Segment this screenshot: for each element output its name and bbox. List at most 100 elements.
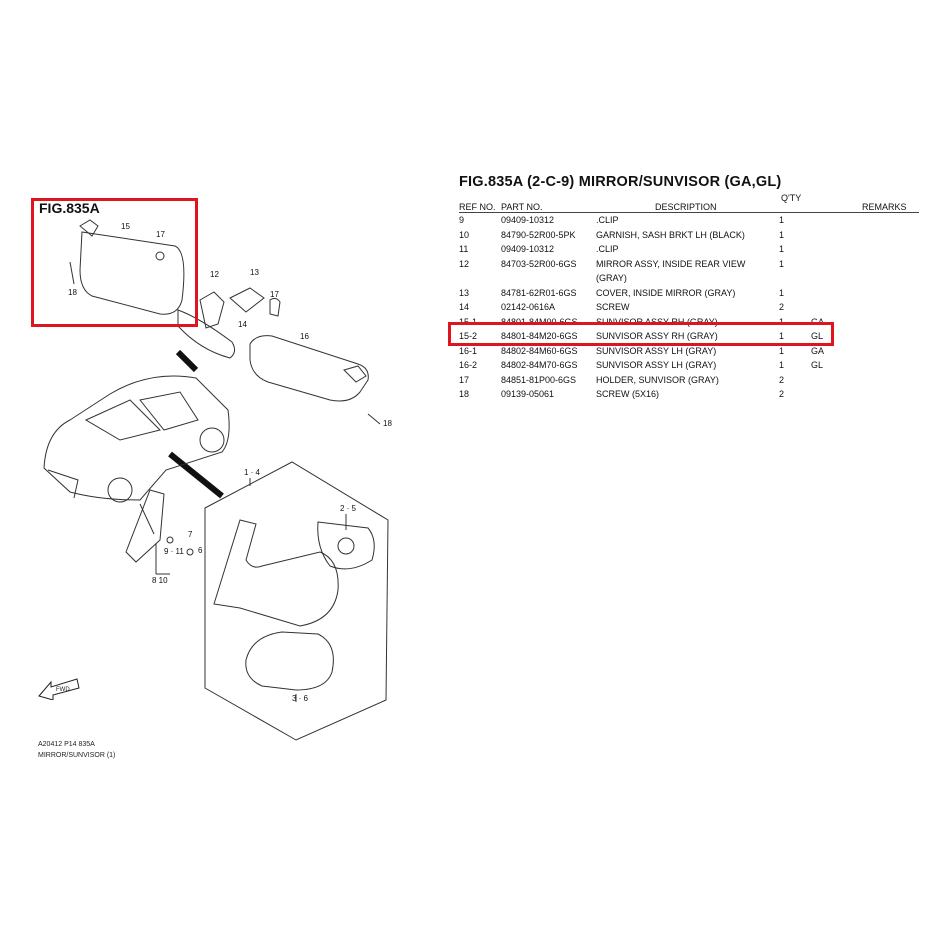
cell-desc: SUNVISOR ASSY LH (GRAY) (596, 360, 717, 370)
callout-18: 18 (68, 288, 77, 297)
cell-qty: 2 (779, 302, 785, 312)
cell-ref: 9 (459, 215, 465, 225)
cell-ref: 18 (459, 389, 470, 399)
cell-part: 84703-52R00-6GS (501, 258, 577, 269)
cell-desc: SUNVISOR ASSY RH (GRAY) (596, 331, 718, 341)
cell-qty: 1 (779, 287, 785, 298)
cell-ref: 12 (459, 258, 470, 269)
cell-ref: 17 (459, 374, 470, 385)
cell-desc: SCREW (5X16) (596, 389, 660, 399)
cell-desc: SUNVISOR ASSY RH (GRAY) (596, 316, 718, 327)
cell-desc: .CLIP (596, 215, 619, 225)
cell-ref: 14 (459, 302, 470, 312)
callout-12: 12 (210, 270, 219, 279)
callout-6: 6 (198, 546, 203, 555)
table-body: 9 09409-10312 .CLIP 1 10 84790-52R00-5PK GARN… (459, 213, 919, 402)
cell-desc: COVER, INSIDE MIRROR (GRAY) (596, 287, 736, 298)
cell-part: 09409-10312 (501, 215, 555, 225)
header-part: PART NO. (501, 202, 543, 212)
cell-ref: 15-2 (459, 331, 478, 341)
cell-remarks: GL (811, 331, 824, 341)
cell-part: 09409-10312 (501, 244, 555, 254)
cell-desc: SUNVISOR ASSY LH (GRAY) (596, 345, 717, 356)
cell-desc: MIRROR ASSY, INSIDE REAR VIEW (596, 258, 746, 269)
figure-highlight-box (31, 198, 198, 327)
cell-part: 84801-84M00-6GS (501, 316, 578, 327)
cell-qty: 2 (779, 389, 785, 399)
cell-qty: 1 (779, 244, 785, 254)
cell-qty: 1 (779, 229, 785, 240)
fwd-label: FWD (56, 687, 70, 693)
figure-label: FIG.835A (39, 200, 100, 216)
sunvisor-lh-shape (249, 335, 369, 402)
cell-ref: 16-2 (459, 360, 478, 370)
figure-title: FIG.835A (2-C-9) MIRROR/SUNVISOR (GA,GL) (459, 174, 782, 190)
table-row: 16-2 84802-84M70-6GS SUNVISOR ASSY LH (GRA… (459, 358, 919, 373)
table-row-highlighted: 15-2 84801-84M20-6GS SUNVISOR ASSY RH (GRA… (459, 329, 919, 344)
cell-qty: 2 (779, 374, 785, 385)
footer-code: A20412 P14 835A (38, 741, 95, 748)
cell-part: 84851-81P00-6GS (501, 374, 577, 385)
cell-qty: 1 (779, 215, 785, 225)
cell-ref: 11 (459, 244, 469, 254)
mirror-cover-shape (245, 631, 334, 691)
header-ref: REF NO. (459, 202, 496, 212)
cell-ref: 10 (459, 229, 470, 240)
cell-desc: .CLIP (596, 244, 619, 254)
cell-remarks: GA (811, 316, 825, 327)
cell-part: 02142-0616A (501, 302, 556, 312)
table-row: 12 84703-52R00-6GS MIRROR ASSY, INSIDE REA… (459, 257, 919, 272)
cell-qty: 1 (779, 360, 785, 370)
header-desc: DESCRIPTION (655, 202, 717, 212)
table-row: (GRAY) (459, 271, 919, 286)
callout-1-4: 1 · 4 (244, 468, 261, 477)
sunvisor-rh-shape (79, 231, 185, 315)
cell-remarks: GA (811, 345, 825, 356)
table-row: 10 84790-52R00-5PK GARNISH, SASH BRKT LH (… (459, 228, 919, 243)
callout-8-10: 8 10 (152, 576, 168, 585)
cell-part: 84781-62R01-6GS (501, 287, 577, 298)
cell-qty: 1 (779, 345, 785, 356)
cell-part: 84801-84M20-6GS (501, 331, 578, 341)
row-highlight-box (448, 322, 834, 346)
table-row: 17 84851-81P00-6GS HOLDER, SUNVISOR (GRAY)… (459, 373, 919, 388)
table-row: 14 02142-0616A SCREW 2 (459, 300, 919, 315)
header-qty: Q'TY (781, 193, 802, 203)
table-header: REF NO. PART NO. DESCRIPTION Q'TY REMARK… (459, 192, 919, 213)
callout-13: 13 (250, 268, 259, 277)
cell-qty: 1 (779, 331, 785, 341)
table-row: 9 09409-10312 .CLIP 1 (459, 213, 919, 228)
parts-table: REF NO. PART NO. DESCRIPTION Q'TY REMARK… (459, 192, 919, 402)
callout-14: 14 (238, 320, 247, 329)
cell-ref: 15-1 (459, 316, 478, 327)
inside-mirror-shape (177, 309, 236, 359)
mirror-assembly-frame (204, 461, 389, 741)
cell-qty: 1 (779, 316, 785, 327)
cell-qty: 1 (779, 258, 785, 269)
callout-17: 17 (156, 230, 165, 239)
table-row: 15-1 84801-84M00-6GS SUNVISOR ASSY RH (GRA… (459, 315, 919, 330)
callout-15: 15 (121, 222, 130, 231)
cell-ref: 13 (459, 287, 470, 298)
table-row: 18 09139-05061 SCREW (5X16) 2 (459, 387, 919, 402)
header-remarks: REMARKS (862, 202, 907, 212)
cell-part: 84790-52R00-5PK (501, 229, 576, 240)
cell-desc: SCREW (596, 302, 630, 312)
fwd-arrow-icon: FWD (38, 678, 80, 700)
cell-desc: HOLDER, SUNVISOR (GRAY) (596, 374, 719, 385)
callout-9-11: 9 · 11 (164, 547, 184, 556)
cell-desc: GARNISH, SASH BRKT LH (BLACK) (596, 229, 745, 240)
cell-part: 84802-84M70-6GS (501, 360, 578, 370)
callout-3-6: 3 · 6 (292, 694, 309, 703)
callout-7: 7 (188, 530, 193, 539)
callout-16: 16 (300, 332, 309, 341)
callout-17b: 17 (270, 290, 279, 299)
cell-part: 09139-05061 (501, 389, 555, 399)
cell-remarks: GL (811, 360, 824, 370)
cell-desc: (GRAY) (596, 273, 627, 283)
cell-part: 84802-84M60-6GS (501, 345, 578, 356)
callout-18b: 18 (383, 419, 392, 428)
table-row: 13 84781-62R01-6GS COVER, INSIDE MIRROR (G… (459, 286, 919, 301)
